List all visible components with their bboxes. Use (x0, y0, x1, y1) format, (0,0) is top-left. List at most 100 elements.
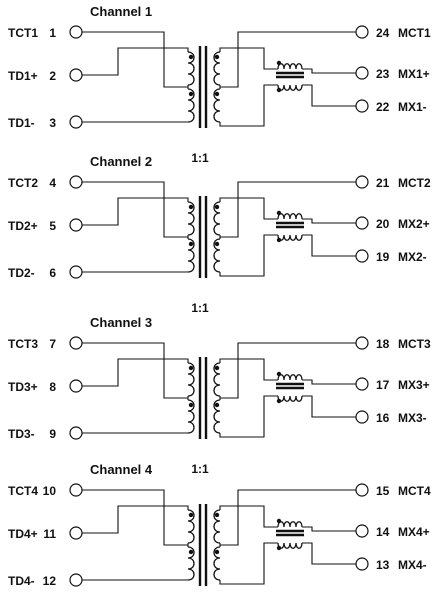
secondary-center-tap-wire (220, 342, 356, 399)
mx-plus-wire (302, 526, 356, 532)
turns-ratio-label: 1:1 (191, 462, 209, 476)
secondary-center-tap-wire (220, 489, 356, 546)
secondary-plus-wire (219, 505, 265, 523)
choke-in-minus (263, 234, 278, 238)
polarity-dot (214, 204, 220, 210)
pin-number-17: 17 (376, 378, 390, 392)
polarity-dot (276, 398, 282, 404)
polarity-dot (214, 91, 220, 97)
pin-number-24: 24 (376, 26, 390, 40)
mx-plus-wire (302, 218, 356, 224)
pin-number-11: 11 (43, 527, 56, 541)
pin-terminal-left (69, 265, 83, 279)
pin-terminal-left (69, 115, 83, 129)
pin-name-mct4: MCT4 (398, 484, 431, 498)
pin-name-mx4-: MX4- (398, 558, 427, 572)
mx-minus-wire (302, 542, 356, 565)
secondary-minus-wire (219, 238, 265, 277)
pin-name-mx2-: MX2- (398, 250, 427, 264)
pin-terminal-left (69, 68, 83, 82)
mx-minus-wire (302, 234, 356, 257)
center-tap-wire (82, 342, 188, 399)
pin-name-mct1: MCT1 (398, 26, 431, 40)
primary-coil-lower (187, 238, 195, 273)
secondary-coil-lower (213, 238, 221, 273)
polarity-dot (188, 402, 194, 408)
polarity-dot (188, 91, 194, 97)
center-tap-wire (82, 181, 188, 238)
pin-number-2: 2 (49, 69, 56, 83)
polarity-dot (276, 545, 282, 551)
choke-in-plus (263, 376, 278, 381)
secondary-coil-upper (213, 51, 221, 86)
pin-terminal-right (355, 175, 369, 189)
secondary-minus-wire (219, 546, 265, 585)
secondary-coil-upper (213, 509, 221, 544)
turns-ratio-label: 1:1 (191, 151, 209, 165)
choke-coil-upper (277, 63, 303, 70)
pin-number-10: 10 (43, 484, 57, 498)
pin-name-td1-: TD1- (8, 116, 35, 130)
pin-terminal-left (69, 175, 83, 189)
choke-in-minus (263, 84, 278, 88)
pin-name-td2+: TD2+ (8, 219, 38, 233)
pin-number-18: 18 (376, 337, 390, 351)
polarity-dot (188, 54, 194, 60)
pin-terminal-right (355, 249, 369, 263)
pin-terminal-left (69, 426, 83, 440)
choke-in-plus (263, 215, 278, 220)
choke-in-minus (263, 395, 278, 399)
turns-ratio-label: 1:1 (191, 301, 209, 315)
choke-coil-upper (277, 374, 303, 381)
polarity-dot (214, 512, 220, 518)
pin-terminal-right (355, 557, 369, 571)
choke-in-plus (263, 65, 278, 70)
secondary-coil-lower (213, 399, 221, 434)
pin-number-3: 3 (49, 116, 56, 130)
pin-number-15: 15 (376, 484, 390, 498)
pin-name-td4-: TD4- (8, 574, 35, 588)
primary-coil-lower (187, 546, 195, 581)
pin-name-tct2: TCT2 (8, 176, 38, 190)
secondary-plus-wire (219, 197, 265, 215)
primary-coil-lower (187, 399, 195, 434)
pin-name-td1+: TD1+ (8, 69, 38, 83)
pin-terminal-left (69, 573, 83, 587)
polarity-dot (188, 512, 194, 518)
pin-terminal-left (69, 336, 83, 350)
secondary-minus-wire (219, 399, 265, 438)
pin-terminal-right (355, 410, 369, 424)
polarity-dot (188, 549, 194, 555)
choke-coil-upper (277, 213, 303, 220)
pin-number-20: 20 (376, 217, 390, 231)
pin-number-19: 19 (376, 250, 390, 264)
polarity-dot (276, 371, 282, 377)
channel-title: Channel 4 (90, 462, 153, 477)
secondary-coil-lower (213, 88, 221, 123)
pin-name-td3+: TD3+ (8, 380, 38, 394)
polarity-dot (214, 365, 220, 371)
pin-terminal-right (355, 216, 369, 230)
pin-terminal-left (69, 218, 83, 232)
secondary-coil-lower (213, 546, 221, 581)
pin-terminal-left (69, 379, 83, 393)
pin-number-13: 13 (376, 558, 390, 572)
primary-coil-upper (187, 509, 195, 544)
pin-terminal-right (355, 524, 369, 538)
polarity-dot (214, 241, 220, 247)
pin-number-8: 8 (49, 380, 56, 394)
pin-terminal-left (69, 483, 83, 497)
channel-title: Channel 2 (90, 154, 152, 169)
pin-number-16: 16 (376, 411, 390, 425)
polarity-dot (214, 54, 220, 60)
choke-coil-lower (277, 395, 303, 402)
pin-terminal-left (69, 25, 83, 39)
mx-plus-wire (302, 379, 356, 385)
pin-name-tct4: TCT4 (8, 484, 38, 498)
choke-coil-upper (277, 521, 303, 528)
pin-name-mct3: MCT3 (398, 337, 431, 351)
pin-name-mx2+: MX2+ (398, 217, 430, 231)
polarity-dot (214, 549, 220, 555)
